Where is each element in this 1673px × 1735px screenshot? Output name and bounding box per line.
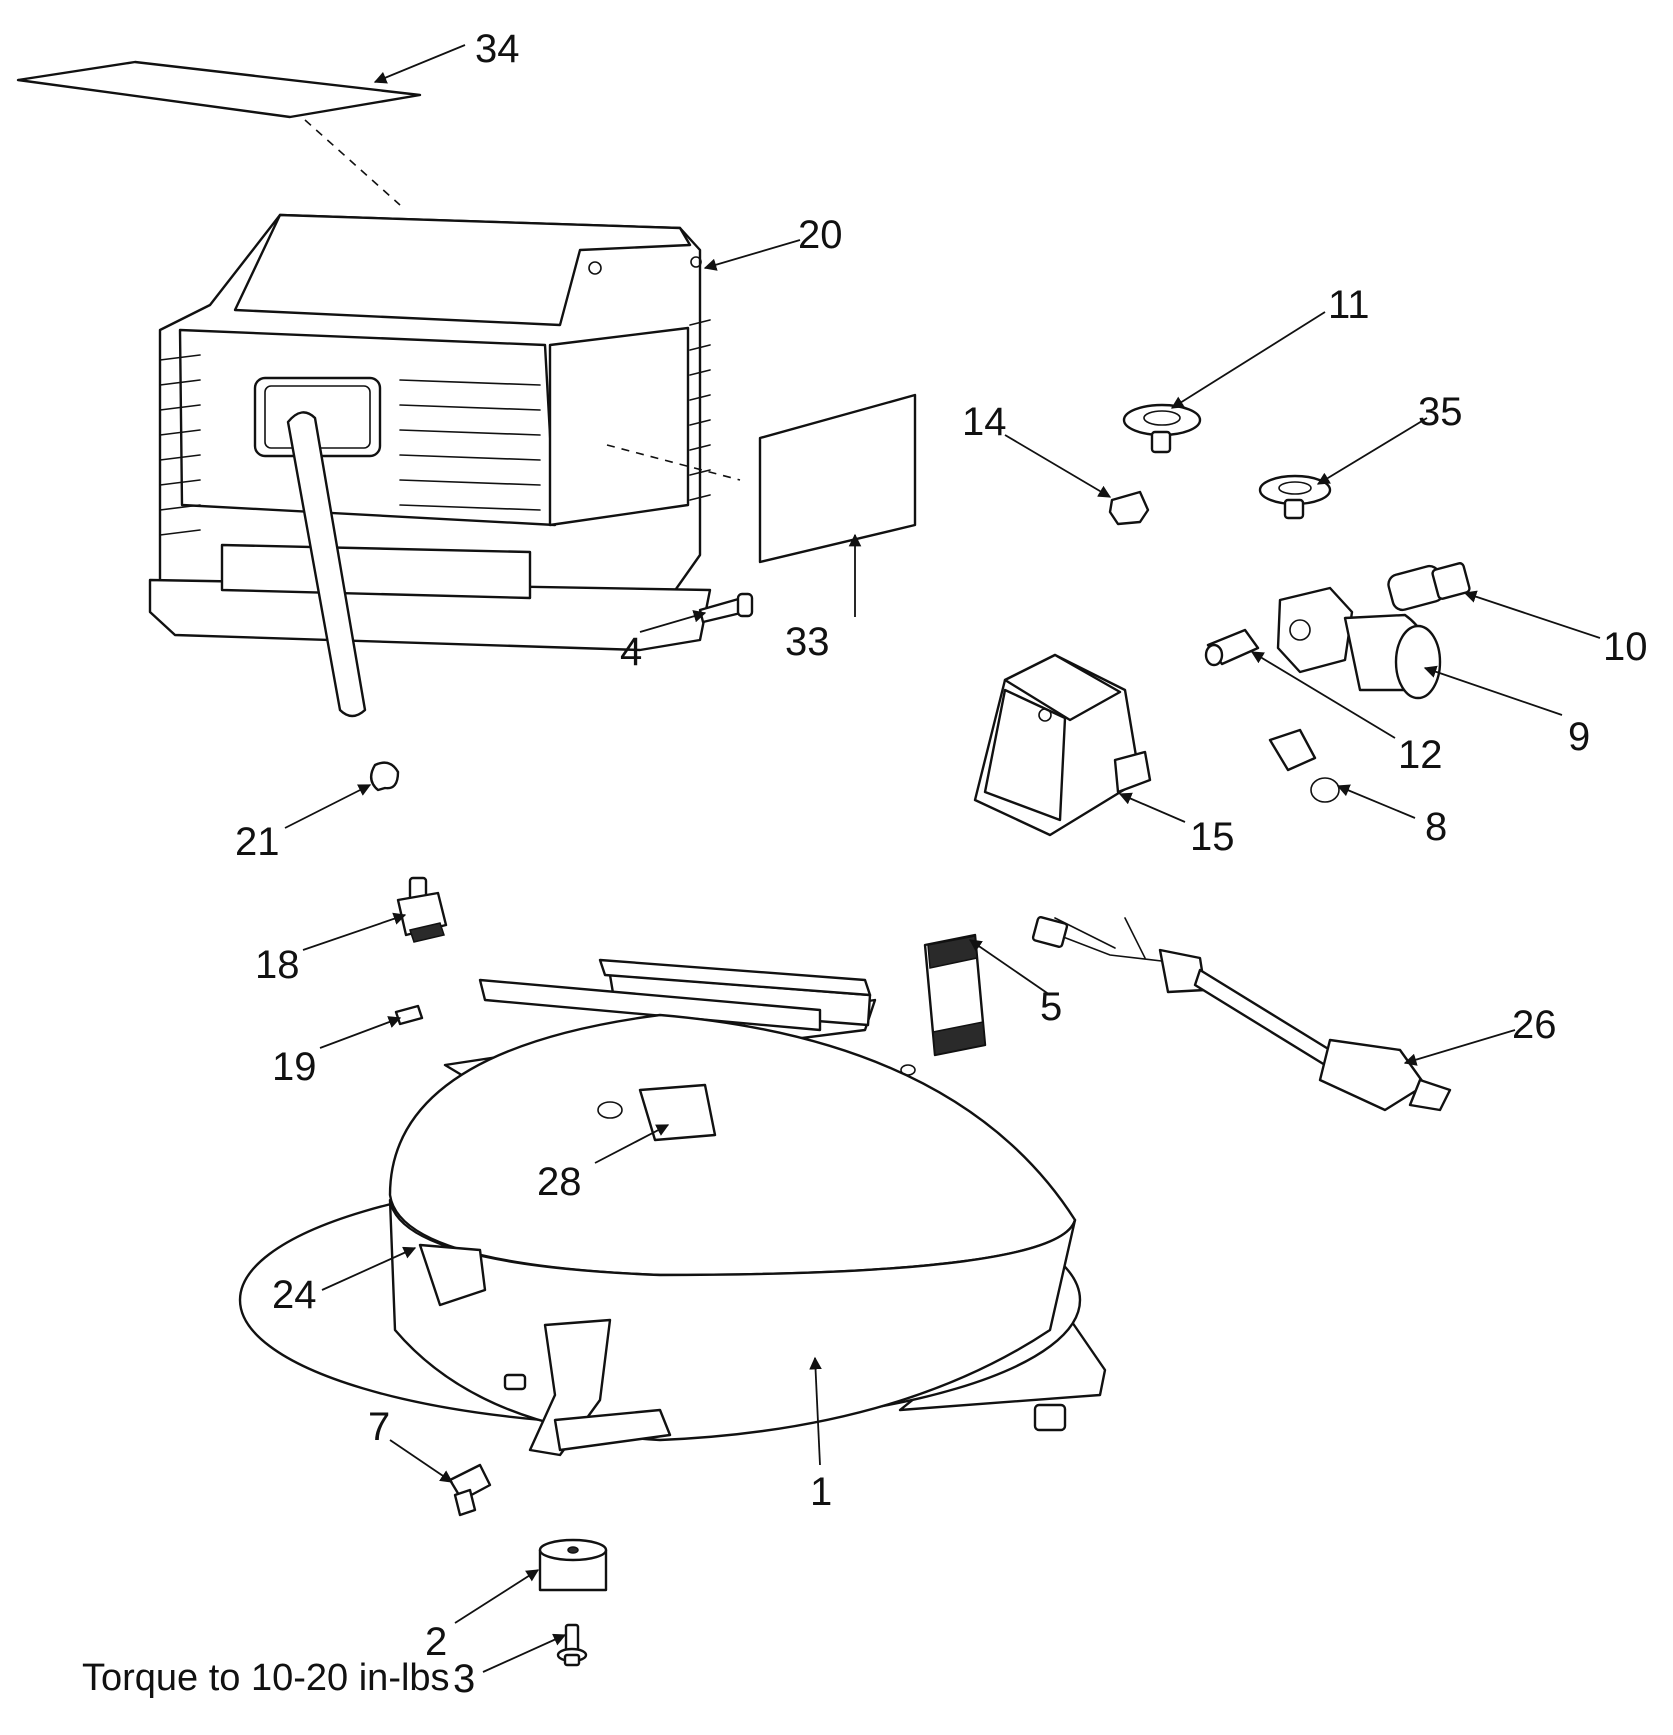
- part-1-tank: [238, 958, 1107, 1457]
- part-11-cap: [1122, 403, 1202, 454]
- leader-lines: [284, 44, 1601, 1673]
- callout-33: 33: [785, 620, 830, 664]
- callout-8: 8: [1425, 805, 1447, 849]
- part-10-fitting: [1387, 562, 1471, 612]
- callout-7: 7: [368, 1405, 390, 1449]
- part-20-shroud: [148, 213, 741, 718]
- part-26-power-cord: [1031, 916, 1452, 1112]
- part-34-decal: [16, 60, 422, 206]
- part-8-safety-valve: [1268, 728, 1340, 803]
- part-15-pressure-switch: [973, 653, 1152, 837]
- callout-5: 5: [1040, 985, 1062, 1029]
- part-35-cap: [1258, 474, 1332, 520]
- callout-12: 12: [1398, 733, 1443, 777]
- callout-11: 11: [1328, 283, 1370, 327]
- callout-18: 18: [255, 943, 300, 987]
- callout-34: 34: [475, 27, 520, 71]
- part-19-grommet: [394, 1004, 424, 1026]
- part-2-rubber-foot: [538, 1538, 608, 1592]
- part-12-fitting: [1204, 628, 1260, 667]
- part-5-nipple: [923, 933, 987, 1057]
- callout-labels: 34 20 11 35 14 10 9 12 8 15 4 33 21 18 1…: [82, 27, 1648, 1701]
- callout-19: 19: [272, 1045, 317, 1089]
- torque-note: Torque to 10-20 in-lbs: [82, 1657, 450, 1699]
- callout-1: 1: [810, 1470, 832, 1514]
- part-14-nut: [1108, 490, 1150, 526]
- part-21-clamp: [370, 761, 400, 792]
- part-9-regulator: [1276, 586, 1442, 700]
- callout-14: 14: [962, 400, 1007, 444]
- part-33-label: [758, 393, 917, 564]
- callout-10: 10: [1603, 625, 1648, 669]
- callout-26: 26: [1512, 1003, 1557, 1047]
- callout-21: 21: [235, 820, 280, 864]
- callout-28: 28: [537, 1160, 582, 1204]
- part-7-drain-valve: [448, 1463, 492, 1517]
- callout-2: 2: [425, 1620, 447, 1664]
- callout-35: 35: [1418, 390, 1463, 434]
- part-18-fitting: [396, 876, 448, 943]
- callout-20: 20: [798, 213, 843, 257]
- callout-3: 3: [453, 1657, 475, 1701]
- callout-9: 9: [1568, 715, 1590, 759]
- callout-4: 4: [620, 630, 642, 674]
- callout-24: 24: [272, 1273, 317, 1317]
- part-3-screw: [556, 1623, 588, 1667]
- callout-15: 15: [1190, 815, 1235, 859]
